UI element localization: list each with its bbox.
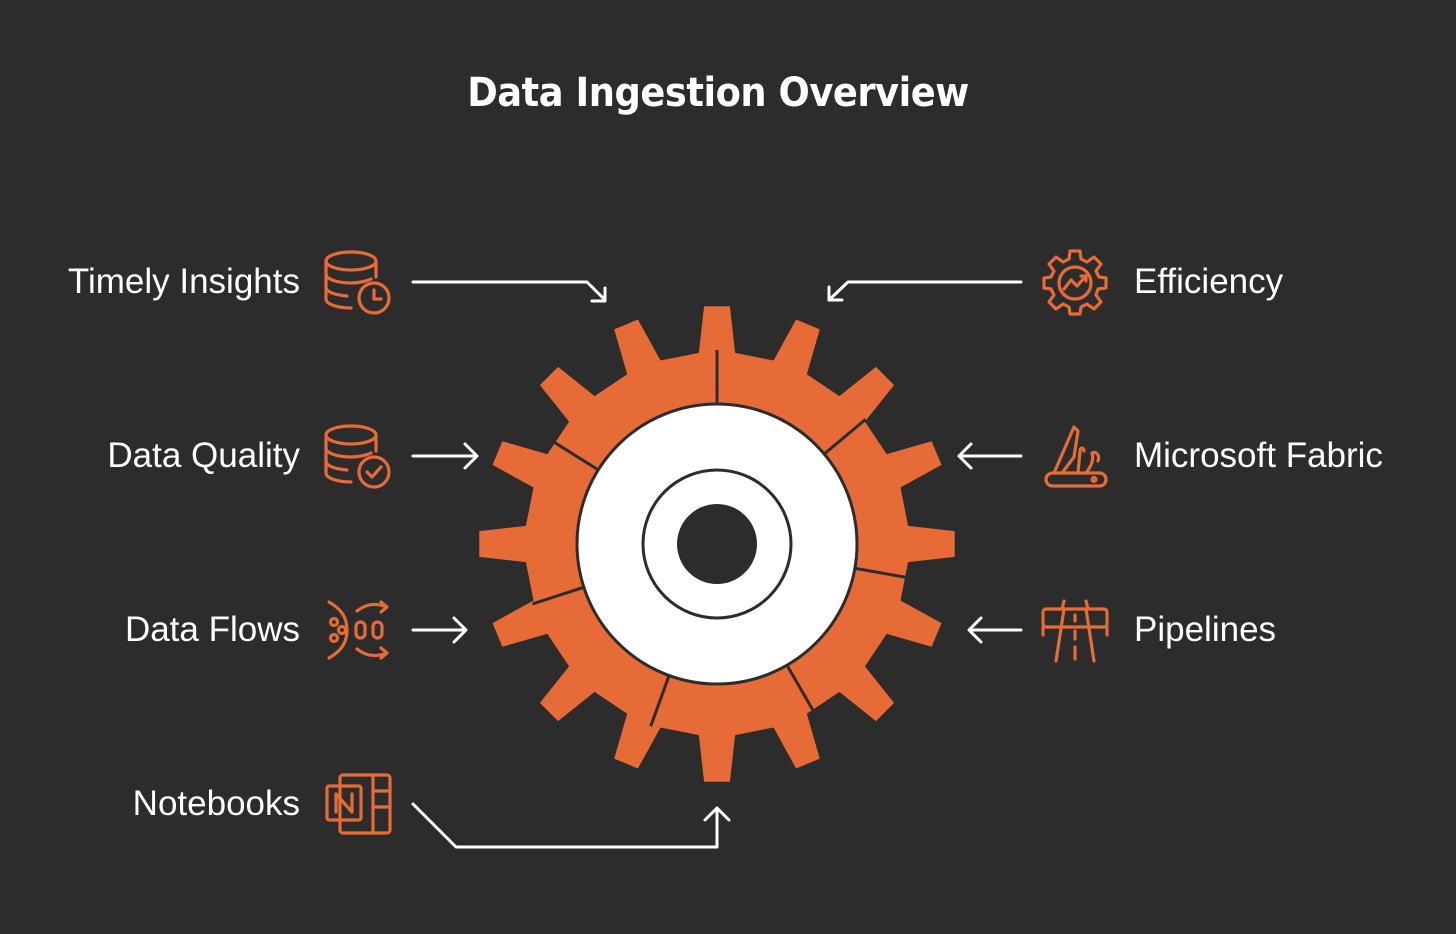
pipeline-road-icon bbox=[1040, 595, 1110, 665]
gear bbox=[479, 306, 955, 782]
diagram-title: Data Ingestion Overview bbox=[467, 70, 969, 116]
arrow-pipelines bbox=[967, 616, 1023, 644]
label-data-flows: Data Flows bbox=[124, 610, 300, 649]
gear-chart-icon bbox=[1040, 247, 1110, 317]
arrow-efficiency bbox=[827, 280, 1023, 302]
gear-center-hole bbox=[677, 504, 757, 584]
gear-segment-divider bbox=[822, 418, 867, 456]
gear-segment-divider bbox=[785, 663, 816, 713]
arrow-data-flows bbox=[411, 616, 468, 644]
label-notebooks: Notebooks bbox=[132, 784, 300, 823]
gear-segment-divider bbox=[853, 566, 909, 580]
label-timely-insights: Timely Insights bbox=[67, 262, 300, 301]
database-check-icon bbox=[323, 421, 393, 491]
gear-segment-divider bbox=[551, 439, 600, 472]
database-clock-icon bbox=[323, 247, 393, 317]
gear-segment-divider bbox=[649, 674, 671, 727]
label-data-quality: Data Quality bbox=[107, 436, 300, 475]
label-pipelines: Pipelines bbox=[1134, 610, 1277, 649]
arrow-notebooks bbox=[411, 802, 731, 849]
onenote-notebook-icon bbox=[323, 769, 393, 839]
swiss-knife-icon bbox=[1040, 421, 1110, 491]
arrow-data-quality bbox=[411, 442, 479, 470]
gear-segment-divider bbox=[532, 585, 586, 606]
label-efficiency: Efficiency bbox=[1134, 262, 1284, 301]
arrow-timely-insights bbox=[411, 280, 607, 303]
data-flow-icon bbox=[323, 595, 393, 665]
label-microsoft-fabric: Microsoft Fabric bbox=[1134, 436, 1383, 475]
arrow-microsoft-fabric bbox=[957, 442, 1023, 470]
